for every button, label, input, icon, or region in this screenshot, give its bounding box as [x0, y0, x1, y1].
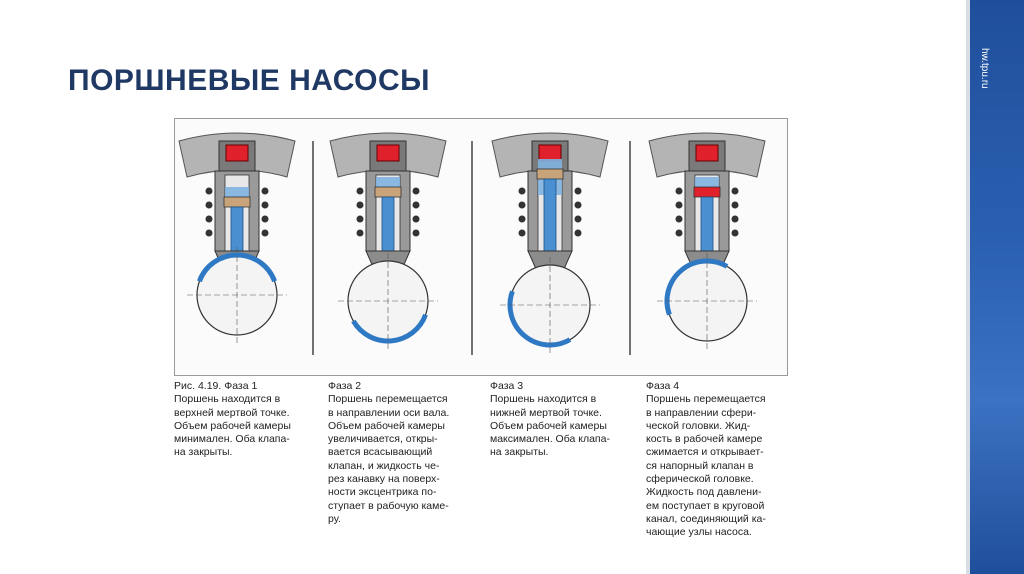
pressure-valve — [376, 144, 400, 162]
spring-coil — [205, 187, 213, 195]
spring-coil — [412, 201, 420, 209]
pump-phase-3 — [491, 132, 609, 353]
spring-coil — [261, 229, 269, 237]
spring-coil — [574, 201, 582, 209]
spring-coil — [356, 229, 364, 237]
spring-coil — [675, 229, 683, 237]
suction-valve — [223, 196, 251, 208]
pump-phase-1 — [178, 132, 296, 343]
piston-rod — [543, 178, 557, 256]
suction-valve — [374, 186, 402, 198]
spring-coil — [574, 187, 582, 195]
spring-coil — [412, 229, 420, 237]
caption-text: Поршень находится в верхней мертвой точк… — [174, 393, 291, 459]
spring-coil — [412, 187, 420, 195]
spring-coil — [731, 215, 739, 223]
caption-phase-4: Фаза 4 Поршень перемещается в направлени… — [646, 380, 796, 540]
spring-coil — [574, 229, 582, 237]
eccentric-groove — [507, 290, 572, 348]
spring-coil — [574, 215, 582, 223]
caption-phase-3: Фаза 3 Поршень находится в нижней мертво… — [490, 380, 640, 460]
spring-coil — [731, 201, 739, 209]
spring-coil — [356, 187, 364, 195]
spring-coil — [731, 229, 739, 237]
slide-title: ПОРШНЕВЫЕ НАСОСЫ — [68, 64, 430, 97]
pump-phase-2 — [329, 132, 447, 349]
eccentric-groove — [664, 258, 729, 316]
spring-coil — [205, 201, 213, 209]
spring-coil — [518, 201, 526, 209]
caption-text: Поршень находится в нижней мертвой точке… — [490, 393, 610, 459]
piston-rod — [381, 196, 395, 256]
spring-coil — [675, 201, 683, 209]
spring-coil — [261, 201, 269, 209]
pressure-valve — [538, 144, 562, 162]
pump-phases-svg — [178, 132, 766, 355]
piston-rod — [700, 196, 714, 256]
caption-heading: Фаза 2 — [328, 380, 362, 392]
phases-layer — [178, 132, 766, 355]
pressure-valve — [695, 144, 719, 162]
spring-coil — [675, 215, 683, 223]
pump-phases-figure — [174, 118, 788, 376]
spring-coil — [356, 201, 364, 209]
suction-valve — [693, 186, 721, 198]
caption-phase-2: Фаза 2 Поршень перемещается в направлени… — [328, 380, 478, 526]
spring-coil — [518, 187, 526, 195]
caption-heading: Рис. 4.19. Фаза 1 — [174, 380, 258, 392]
eccentric-groove — [197, 252, 277, 283]
spring-coil — [205, 215, 213, 223]
pump-phase-4 — [648, 132, 766, 349]
caption-text: Поршень перемещается в направлении сфери… — [646, 393, 766, 539]
caption-phase-1: Рис. 4.19. Фаза 1 Поршень находится в ве… — [174, 380, 324, 460]
spring-coil — [675, 187, 683, 195]
spring-coil — [518, 229, 526, 237]
side-url-text: hw.tpu.ru — [979, 48, 990, 89]
spring-coil — [261, 215, 269, 223]
spring-coil — [356, 215, 364, 223]
caption-heading: Фаза 4 — [646, 380, 680, 392]
caption-heading: Фаза 3 — [490, 380, 524, 392]
caption-text: Поршень перемещается в направлении оси в… — [328, 393, 450, 525]
band-edge — [966, 0, 970, 574]
side-decor-band — [966, 0, 1024, 574]
spring-coil — [731, 187, 739, 195]
spring-coil — [261, 187, 269, 195]
spring-coil — [205, 229, 213, 237]
pressure-valve — [225, 144, 249, 162]
eccentric-groove — [351, 313, 428, 344]
spring-coil — [518, 215, 526, 223]
suction-valve — [536, 168, 564, 180]
spring-coil — [412, 215, 420, 223]
